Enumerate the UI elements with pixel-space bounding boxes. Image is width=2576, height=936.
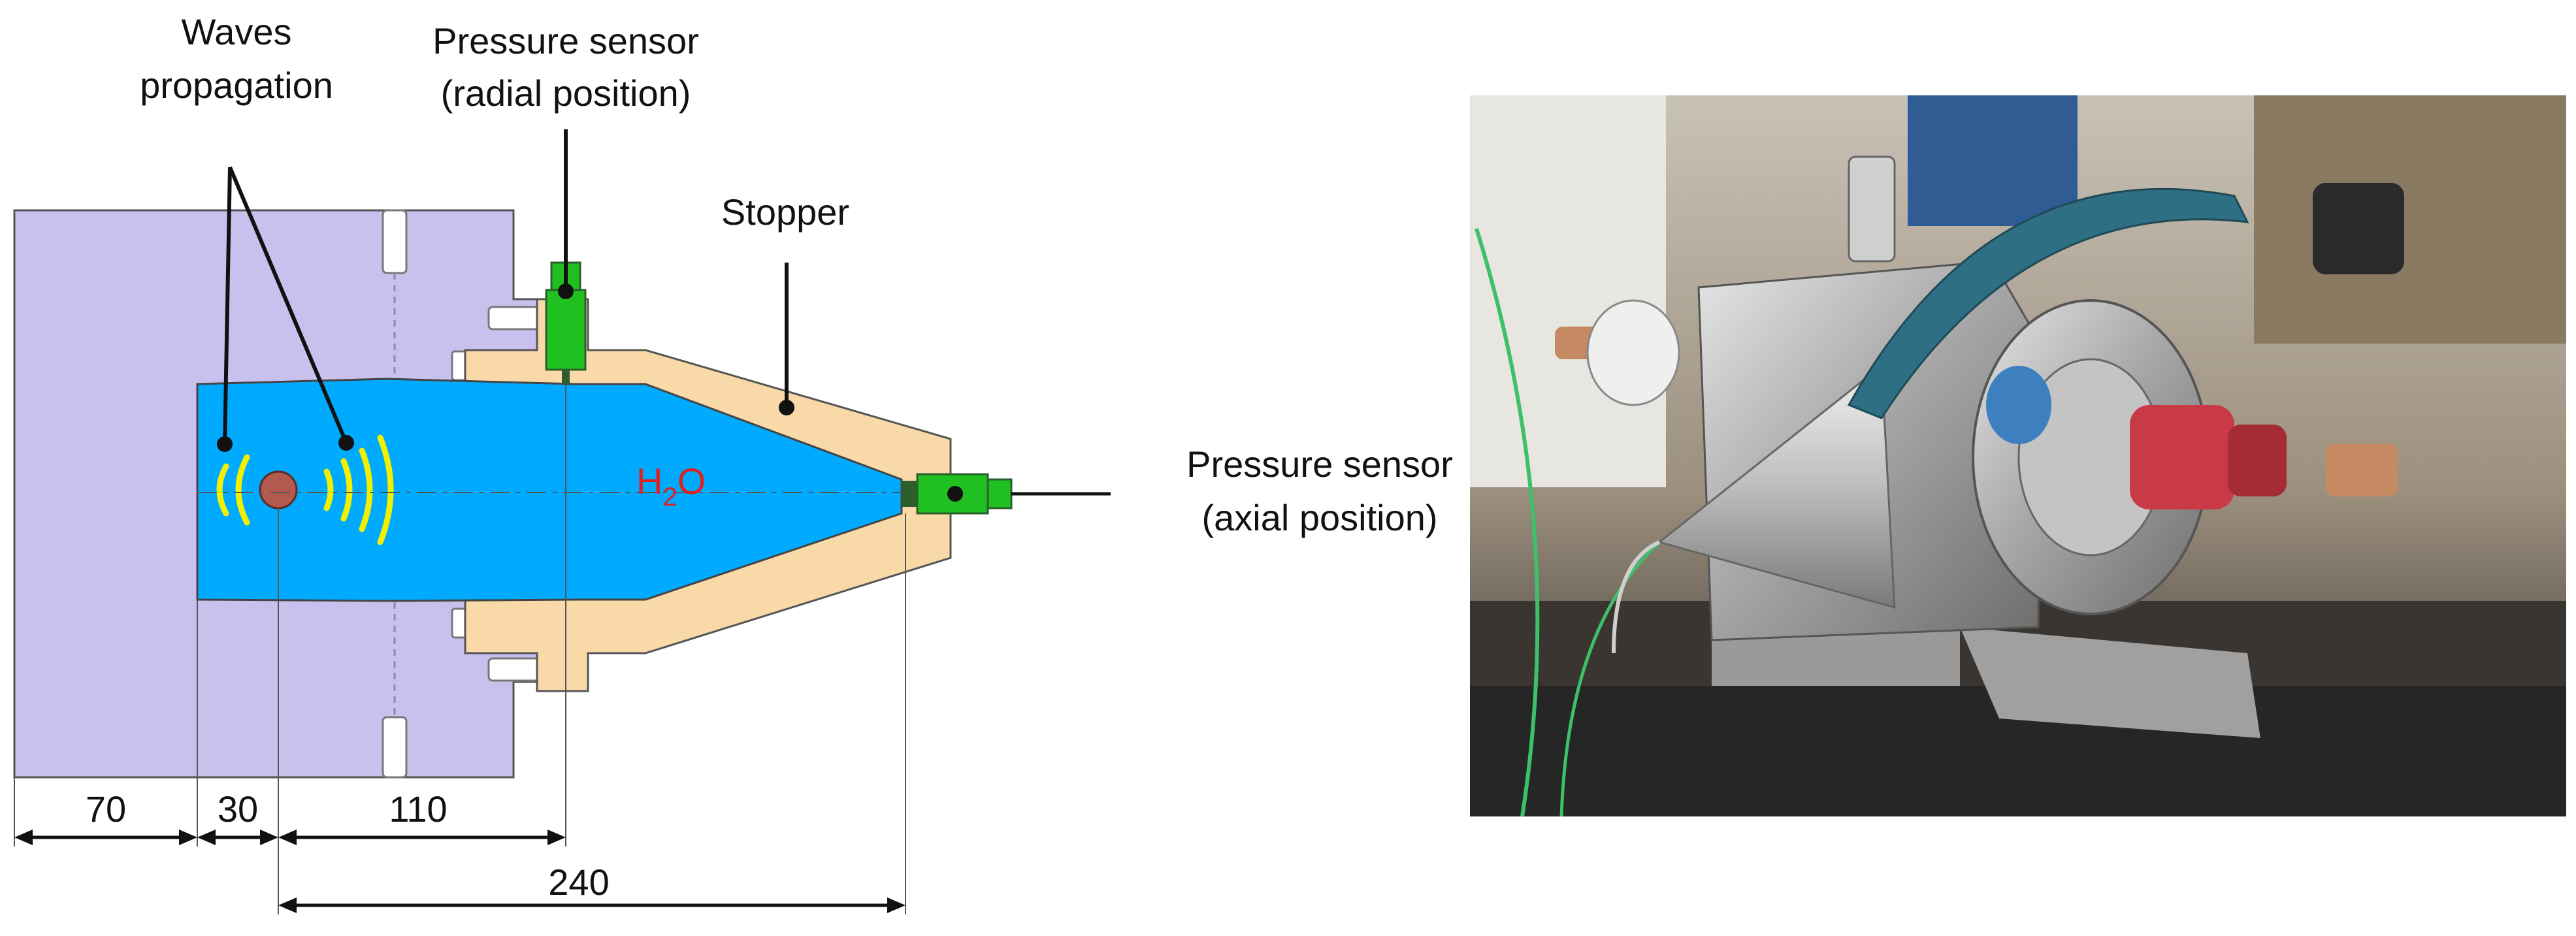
dimension-70: 70: [86, 788, 126, 830]
dimension-lines: [14, 830, 905, 913]
label-radial-line1: Pressure sensor: [432, 20, 699, 61]
leaders: [223, 129, 789, 445]
label-radial-line2: (radial position): [441, 73, 691, 114]
label-waves-line2: propagation: [140, 65, 333, 106]
label-waves-line1: Waves: [181, 11, 291, 52]
wave-source: [259, 470, 298, 509]
waves: [216, 434, 394, 545]
label-axial-line1: Pressure sensor: [1186, 444, 1453, 485]
label-water: H2O: [636, 460, 706, 511]
bolts: [382, 209, 545, 779]
label-stopper: Stopper: [721, 191, 849, 233]
dimension-30: 30: [218, 788, 258, 830]
dimension-extensions: [14, 384, 906, 914]
leader-dots: [217, 283, 963, 502]
water-channel: [196, 378, 903, 602]
axial-sensor: [902, 473, 1111, 515]
schematic: Waves propagation Pressure sensor (radia…: [13, 11, 1453, 914]
label-axial-line2: (axial position): [1201, 497, 1437, 538]
dimension-110: 110: [389, 788, 447, 830]
apparatus-photo: [1470, 95, 2566, 817]
dimension-240: 240: [548, 862, 609, 903]
